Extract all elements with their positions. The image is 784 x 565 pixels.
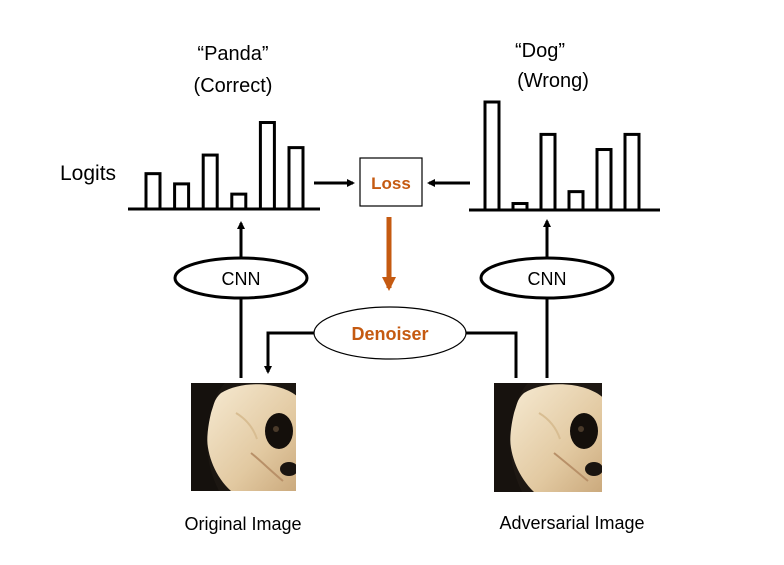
original-image-caption: Original Image (184, 514, 301, 534)
right-logit-bar-4 (567, 190, 585, 212)
right-logit-bar-5 (595, 148, 613, 212)
adversarial-image-caption: Adversarial Image (499, 513, 644, 533)
left-prediction-label: “Panda” (197, 43, 268, 65)
right-logit-bar-3 (539, 132, 557, 212)
denoiser-node (313, 306, 467, 360)
right-cnn-label: CNN (528, 269, 567, 289)
left-logits-chart (128, 121, 320, 211)
left-cnn-node (173, 256, 309, 300)
right-logit-bar-6 (623, 132, 641, 212)
loss-label: Loss (371, 174, 411, 193)
denoiser-label: Denoiser (351, 324, 428, 344)
right-prediction-label: “Dog” (515, 40, 565, 62)
adversarial-image (494, 383, 602, 492)
left-cnn-label: CNN (222, 269, 261, 289)
left-logit-bar-5 (258, 121, 276, 211)
left-logit-bar-2 (173, 182, 191, 211)
right-logit-bar-1 (483, 100, 501, 212)
left-prediction-status: (Correct) (194, 75, 273, 97)
right-cnn-node (479, 256, 615, 300)
left-logit-bar-3 (201, 153, 219, 211)
right-prediction-status: (Wrong) (517, 70, 589, 92)
right-logits-chart (469, 100, 660, 212)
left-logit-bar-1 (144, 172, 162, 211)
loss-box (359, 157, 423, 207)
left-logit-bar-4 (230, 192, 248, 211)
logits-label: Logits (60, 162, 116, 185)
left-logit-bar-6 (287, 146, 305, 211)
original-image (191, 383, 296, 491)
